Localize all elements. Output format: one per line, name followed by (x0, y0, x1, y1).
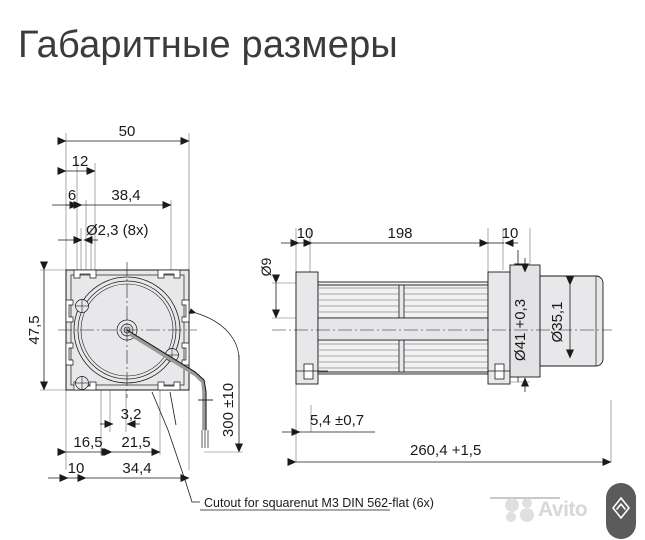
label-overall-width: 50 (119, 123, 136, 140)
label-end-dia: Ø35,1 (549, 302, 566, 343)
label-bottom-21-5: 21,5 (121, 434, 150, 451)
front-view-group (40, 133, 390, 511)
label-width-38-4: 38,4 (111, 187, 140, 204)
scroll-to-top-button[interactable] (606, 483, 636, 539)
note-leader (151, 391, 390, 511)
label-cable-length: 300 ±10 (220, 383, 237, 437)
label-198: 198 (387, 225, 412, 242)
label-side-10-left: 10 (297, 225, 314, 242)
label-side-10-right: 10 (502, 225, 519, 242)
label-hole-dia: Ø2,3 (8x) (86, 222, 149, 239)
label-shaft-dia: Ø9 (258, 257, 274, 276)
label-overall-length: 260,4 +1,5 (410, 442, 481, 459)
label-bottom-3-2: 3,2 (121, 406, 142, 423)
label-offset-12: 12 (72, 153, 89, 170)
note-squarenut: Cutout for squarenut M3 DIN 562-flat (6x… (204, 496, 434, 510)
chevron-up-icon (612, 496, 630, 520)
label-bottom-16-5: 16,5 (73, 434, 102, 451)
label-body-dia: Ø41 +0,3 (512, 299, 529, 361)
label-bottom-10: 10 (68, 460, 85, 477)
side-view-group (272, 228, 612, 499)
label-overall-height: 47,5 (26, 315, 43, 344)
cable (126, 329, 213, 448)
label-bottom-34-4: 34,4 (122, 460, 151, 477)
label-foot-offset: 5,4 ±0,7 (310, 412, 364, 429)
page-title: Габаритные размеры (18, 24, 398, 66)
label-offset-6: 6 (68, 187, 76, 204)
dim-300 (188, 308, 243, 453)
